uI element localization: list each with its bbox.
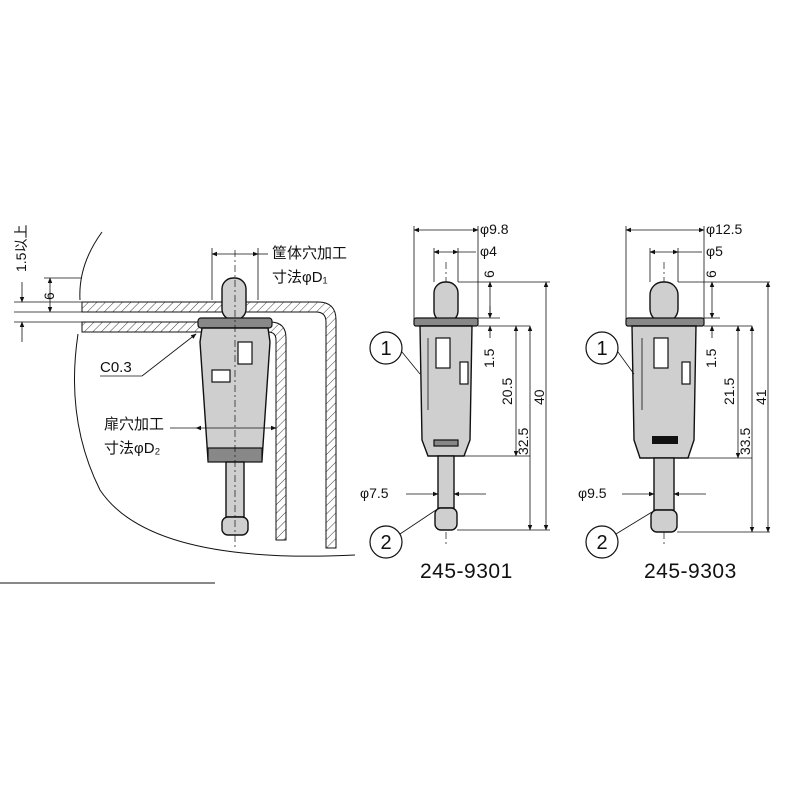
tip-9303 xyxy=(650,509,678,533)
h41-9303: 41 xyxy=(753,389,769,405)
shaft-9301 xyxy=(437,455,455,509)
h6-9301: 6 xyxy=(481,270,497,278)
callout-1-label-9303: 1 xyxy=(596,338,607,360)
callout-1-9303 xyxy=(585,331,619,365)
h20-5-9301: 20.5 xyxy=(499,378,515,405)
callout-1-leader-9301 xyxy=(401,351,421,375)
min-gap-label: 1.5以上 xyxy=(13,225,29,272)
window-9301 xyxy=(435,337,451,369)
pin-dia-9301: φ4 xyxy=(480,243,497,259)
shaft-dia-9303: φ9.5 xyxy=(578,485,607,501)
flange-dia-9303: φ12.5 xyxy=(706,221,743,237)
cabinet-hole-label-2: 寸法φD₁ xyxy=(272,269,328,286)
flange-9301 xyxy=(413,317,479,327)
shaft-9303 xyxy=(653,457,675,511)
shaft-dia-9301: φ7.5 xyxy=(360,485,389,501)
cabinet-outline xyxy=(79,231,103,301)
band-9303 xyxy=(652,436,678,444)
pin-dia-9303: φ5 xyxy=(706,243,723,259)
callout-2-9301 xyxy=(369,525,403,559)
chamfer-label: C0.3 xyxy=(100,359,132,376)
callout-1-9301 xyxy=(369,331,403,365)
tip-9301 xyxy=(434,507,458,531)
h33-5-9303: 33.5 xyxy=(737,428,753,455)
model-label-9303: 245-9303 xyxy=(644,560,737,583)
door-hole-label-1: 扉穴加工 xyxy=(104,416,164,433)
callout-1-label-9301: 1 xyxy=(380,338,391,360)
h1-5-9303: 1.5 xyxy=(703,348,719,368)
h1-5-9301: 1.5 xyxy=(481,348,497,368)
clip-9301 xyxy=(459,361,469,385)
plunger-9303 xyxy=(649,281,679,323)
h32-5-9301: 32.5 xyxy=(515,428,531,455)
plunger-9301 xyxy=(433,281,459,323)
callout-1-leader-9303 xyxy=(617,351,635,375)
model-label-9301: 245-9301 xyxy=(420,560,513,583)
window-9303 xyxy=(653,337,669,369)
installed-slot xyxy=(211,369,231,383)
callout-2-label-9301: 2 xyxy=(380,532,391,554)
chamfer-leader xyxy=(141,333,197,377)
callout-2-9303 xyxy=(585,525,619,559)
cabinet-panel xyxy=(81,301,337,549)
part-245-9301: φ9.8 φ4 6 1.5 20.5 32.5 40 φ7.5 1 2 245-… xyxy=(360,221,550,583)
h6-9303: 6 xyxy=(703,270,719,278)
flange-dia-9301: φ9.8 xyxy=(480,221,509,237)
installation-view: 筐体穴加工 寸法φD₁ 扉穴加工 寸法φD₂ C0.3 1.5以上 6 xyxy=(0,225,356,584)
cabinet-hole-label-1: 筐体穴加工 xyxy=(272,245,347,262)
callout-2-leader-9303 xyxy=(615,511,653,535)
door-outline xyxy=(74,333,356,557)
door-hole-label-2: 寸法φD₂ xyxy=(104,440,161,457)
band-9301 xyxy=(433,439,459,447)
installed-window xyxy=(237,341,253,365)
flange-9303 xyxy=(625,317,705,327)
h21-5-9303: 21.5 xyxy=(721,378,737,405)
callout-2-leader-9301 xyxy=(399,509,437,535)
six-label-left: 6 xyxy=(41,292,57,300)
clip-9303 xyxy=(681,361,691,385)
callout-2-label-9303: 2 xyxy=(596,532,607,554)
part-245-9303: φ12.5 φ5 6 1.5 21.5 33.5 41 φ9.5 1 2 245… xyxy=(578,221,771,583)
installed-plunger xyxy=(221,277,247,321)
h40-9301: 40 xyxy=(531,389,547,405)
